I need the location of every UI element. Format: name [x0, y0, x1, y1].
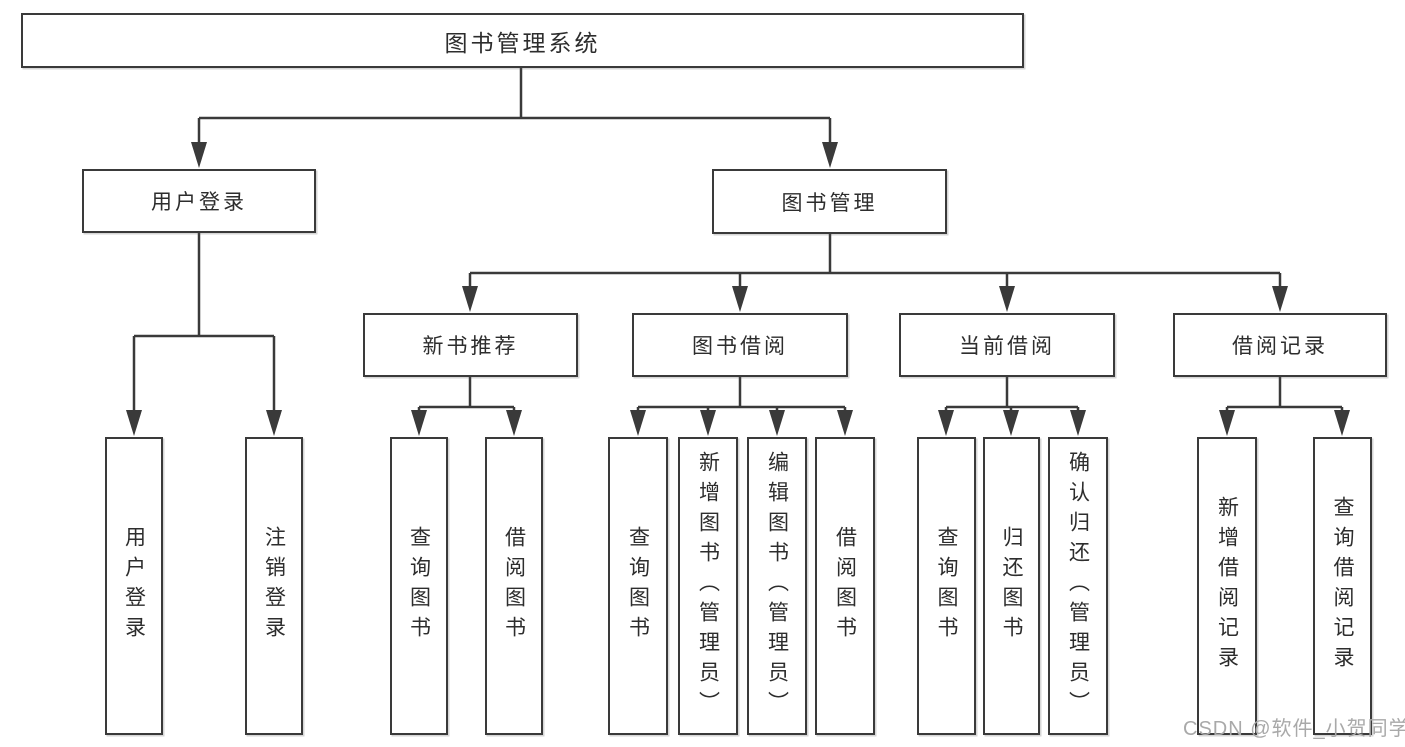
leaf-confirm-return-admin: 确认归还（管理员） [1048, 437, 1108, 735]
node-current-borrowing: 当前借阅 [899, 313, 1115, 377]
leaf-query-books-current: 查询图书 [917, 437, 976, 735]
arrowhead [732, 286, 748, 312]
node-borrowing-records-label: 借阅记录 [1232, 335, 1328, 358]
arrowhead [411, 410, 427, 436]
arrowhead [1070, 410, 1086, 436]
arrowhead [126, 410, 142, 436]
node-book-borrowing: 图书借阅 [632, 313, 848, 377]
leaf-borrow-books-recommend: 借阅图书 [485, 437, 543, 735]
arrowhead [1272, 286, 1288, 312]
connector-borrowing-to-leaves [636, 377, 847, 414]
arrowhead [266, 410, 282, 436]
connector-current-to-leaves [944, 377, 1080, 414]
leaf-add-borrow-record: 新增借阅记录 [1197, 437, 1257, 735]
arrowheads [126, 142, 1350, 436]
connector-recommend-to-leaves [417, 377, 516, 414]
arrowhead [191, 142, 207, 168]
node-borrowing-records: 借阅记录 [1173, 313, 1387, 377]
arrowhead [938, 410, 954, 436]
arrowhead [1334, 410, 1350, 436]
arrowhead [630, 410, 646, 436]
leaf-confirm-return-admin-label: 确认归还（管理员） [1066, 451, 1090, 721]
leaf-query-borrow-record: 查询借阅记录 [1313, 437, 1372, 735]
watermark: CSDN @软件_小贺同学 [1183, 718, 1405, 740]
leaf-query-books-current-label: 查询图书 [935, 526, 958, 646]
arrowhead [1003, 410, 1019, 436]
leaf-query-borrow-record-label: 查询借阅记录 [1331, 496, 1354, 676]
leaf-borrow-books-borrowing-label: 借阅图书 [833, 526, 857, 646]
node-current-borrowing-label: 当前借阅 [959, 335, 1055, 358]
node-book-management-label: 图书管理 [781, 191, 878, 215]
node-library-management-system-label: 图书管理系统 [444, 29, 601, 56]
leaf-logout-label: 注销登录 [262, 526, 286, 646]
node-book-management: 图书管理 [712, 169, 947, 234]
arrowhead [837, 410, 853, 436]
arrowhead [769, 410, 785, 436]
node-user-login: 用户登录 [82, 169, 316, 233]
leaf-borrow-books-recommend-label: 借阅图书 [502, 526, 526, 646]
connector-records-to-leaves [1225, 377, 1344, 414]
leaf-user-login-label: 用户登录 [122, 526, 146, 646]
node-new-book-recommend: 新书推荐 [363, 313, 578, 377]
node-new-book-recommend-label: 新书推荐 [422, 335, 519, 358]
arrowhead [506, 410, 522, 436]
connector-root-to-level2 [197, 68, 832, 146]
leaf-edit-books-admin: 编辑图书（管理员） [747, 437, 807, 735]
leaf-query-books-recommend-label: 查询图书 [407, 526, 431, 646]
arrowhead [1219, 410, 1235, 436]
leaf-add-borrow-record-label: 新增借阅记录 [1215, 496, 1239, 676]
leaf-logout: 注销登录 [245, 437, 303, 735]
leaf-return-books: 归还图书 [983, 437, 1040, 735]
leaf-return-books-label: 归还图书 [1000, 526, 1023, 646]
connector-bookmgmt-to-level3 [468, 234, 1282, 290]
connector-userlogin-to-leaves [132, 233, 276, 414]
leaf-query-books-borrowing: 查询图书 [608, 437, 668, 735]
node-library-management-system: 图书管理系统 [21, 13, 1024, 68]
arrowhead [700, 410, 716, 436]
arrowhead [999, 286, 1015, 312]
leaf-edit-books-admin-label: 编辑图书（管理员） [765, 451, 789, 721]
node-user-login-label: 用户登录 [151, 191, 247, 214]
leaf-add-books-admin-label: 新增图书（管理员） [696, 451, 720, 721]
leaf-user-login: 用户登录 [105, 437, 163, 735]
leaf-borrow-books-borrowing: 借阅图书 [815, 437, 875, 735]
arrowhead [822, 142, 838, 168]
arrowhead [462, 286, 478, 312]
node-book-borrowing-label: 图书借阅 [692, 335, 788, 358]
leaf-query-books-borrowing-label: 查询图书 [626, 526, 650, 646]
leaf-add-books-admin: 新增图书（管理员） [678, 437, 738, 735]
leaf-query-books-recommend: 查询图书 [390, 437, 448, 735]
